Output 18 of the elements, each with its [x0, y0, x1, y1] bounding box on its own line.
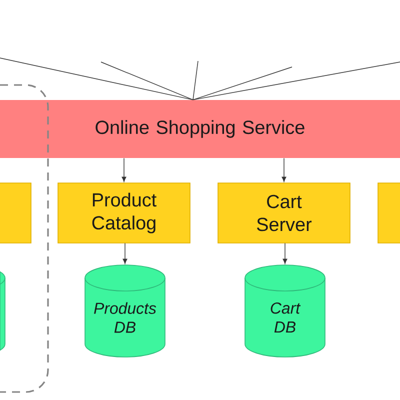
arrow	[122, 242, 128, 264]
database-cylinder: Cart DB	[244, 264, 326, 358]
arrow	[282, 242, 288, 264]
database-cylinder	[0, 271, 6, 351]
process-box	[0, 182, 32, 244]
connector-line	[192, 62, 400, 100]
process-box: Product Catalog	[58, 182, 190, 244]
connector-line	[192, 60, 198, 100]
arrow	[282, 158, 286, 182]
process-box: Cart Server	[218, 182, 350, 244]
process-box	[378, 182, 400, 244]
connector-line	[192, 66, 292, 100]
service-bar: Online Shopping Service	[0, 100, 400, 158]
connector-line	[0, 58, 194, 100]
connector-line	[100, 62, 194, 100]
arrow	[122, 158, 126, 182]
database-cylinder: Products DB	[84, 264, 166, 358]
dashed-group-border	[0, 84, 49, 393]
